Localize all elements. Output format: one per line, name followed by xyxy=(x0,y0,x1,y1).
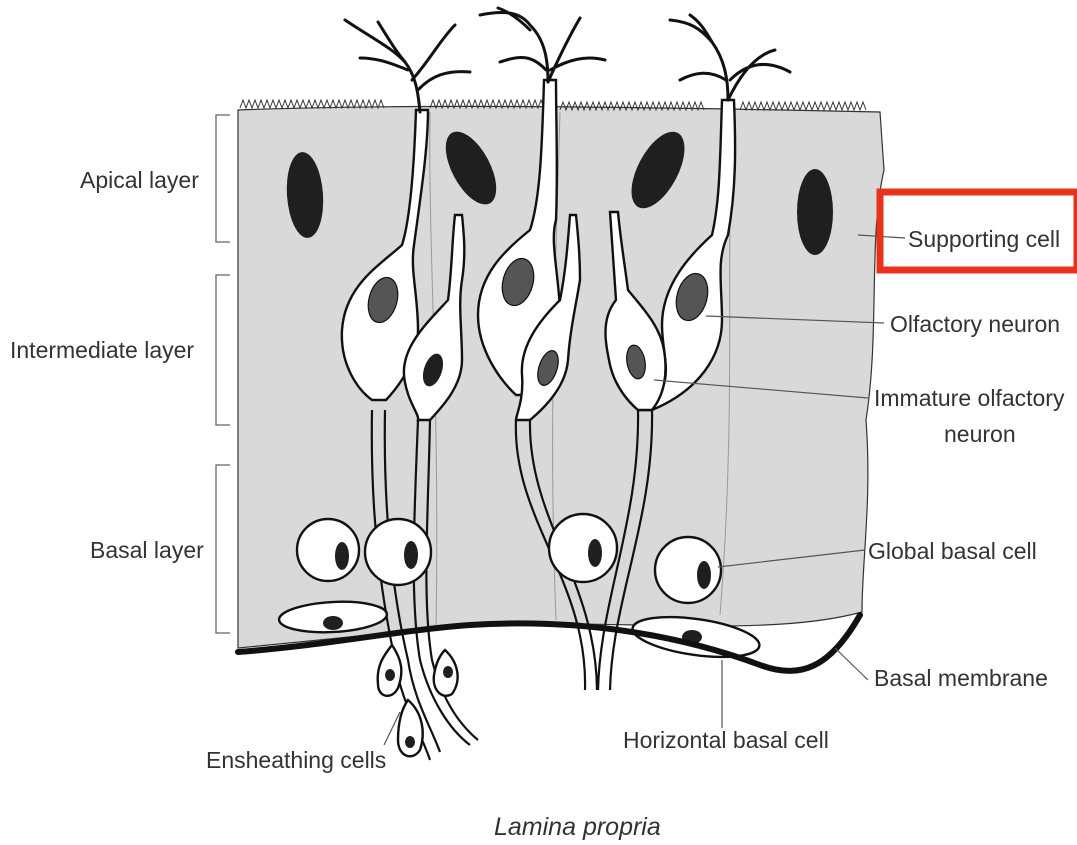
horizontal-basal-cell-label: Horizontal basal cell xyxy=(623,727,829,753)
global-basal-cell-4 xyxy=(655,537,721,603)
olfactory-cilia xyxy=(345,8,790,112)
supporting-cell-nucleus-4 xyxy=(797,169,833,255)
layer-brackets xyxy=(216,115,230,633)
global-basal-cell-2 xyxy=(365,519,431,585)
apical-layer-label: Apical layer xyxy=(80,167,199,193)
global-basal-cell-1 xyxy=(297,519,359,581)
lamina-propria-label: Lamina propria xyxy=(494,813,661,841)
olfactory-neuron-label: Olfactory neuron xyxy=(890,311,1060,337)
intermediate-layer-label: Intermediate layer xyxy=(10,337,194,363)
global-basal-cell-3 xyxy=(549,514,617,582)
global-basal-cell-label: Global basal cell xyxy=(868,538,1037,564)
basal-membrane-label: Basal membrane xyxy=(874,665,1048,691)
basal-layer-label: Basal layer xyxy=(90,537,204,563)
immature-olfactory-neuron-label-line2: neuron xyxy=(944,421,1016,447)
supporting-cell-label: Supporting cell xyxy=(908,226,1060,252)
immature-olfactory-neuron-label-line1: Immature olfactory xyxy=(874,385,1065,411)
ensheathing-cells-label: Ensheathing cells xyxy=(206,747,386,773)
